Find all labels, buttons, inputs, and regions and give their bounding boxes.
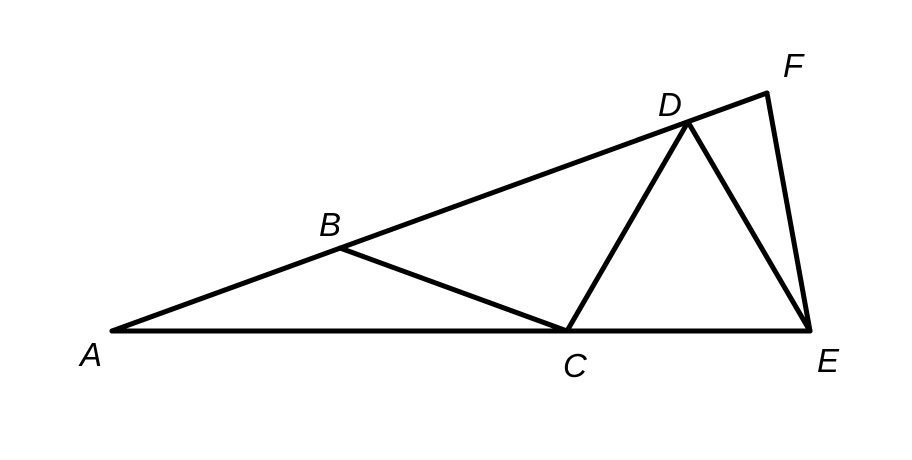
label-point-a: A	[78, 336, 102, 373]
label-point-e: E	[817, 342, 840, 379]
segment-cd	[564, 119, 691, 334]
label-point-f: F	[783, 47, 805, 84]
label-point-c: C	[563, 347, 588, 384]
segments	[109, 90, 813, 334]
label-point-b: B	[319, 206, 341, 243]
segment-bc	[337, 245, 570, 334]
segment-de	[685, 119, 813, 334]
segment-fe	[764, 90, 813, 334]
segment-af	[109, 90, 770, 334]
label-point-d: D	[658, 86, 682, 123]
